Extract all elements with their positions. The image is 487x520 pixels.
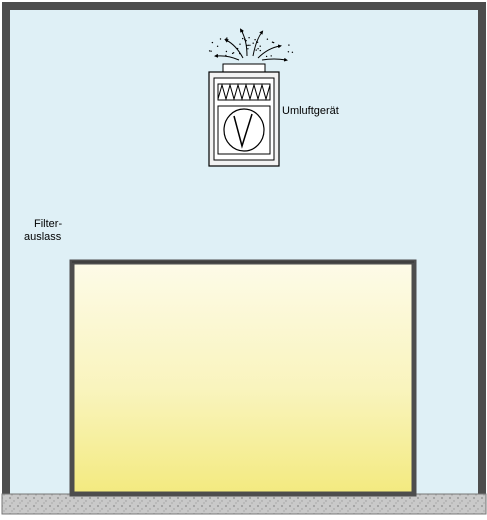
device-label: Umluftgerät [282, 105, 339, 117]
floor [1, 493, 487, 515]
clean-room [69, 259, 417, 497]
recirculation-unit [208, 63, 280, 167]
intake-dots [208, 31, 294, 58]
filter-outlet-label-line2: auslass [24, 231, 62, 243]
filter-outlet-label-line1: Filter- [34, 218, 63, 230]
fan-icon [217, 105, 271, 155]
